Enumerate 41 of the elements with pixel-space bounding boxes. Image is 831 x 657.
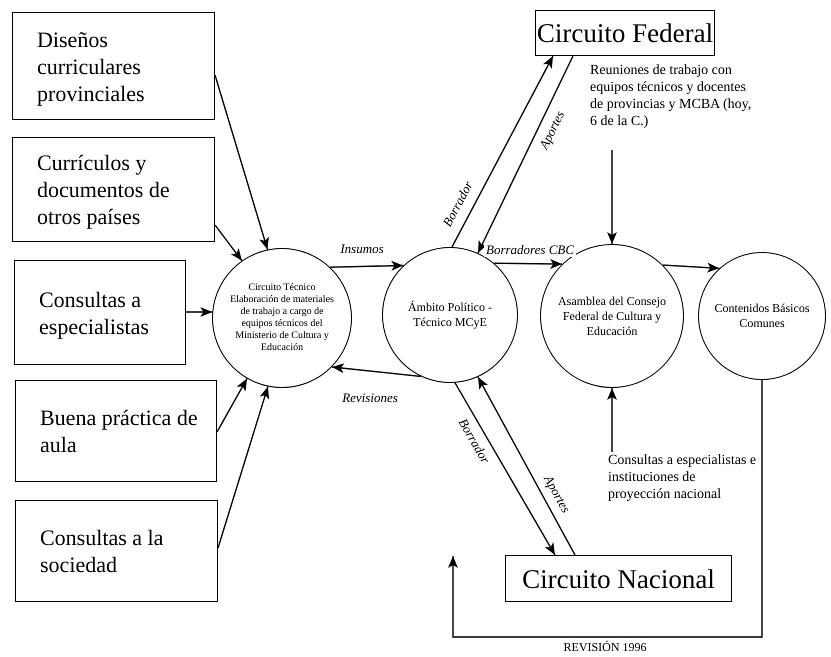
source-box [505, 555, 732, 602]
circle-text: Ámbito Político -Técnico MCyE [407, 300, 493, 330]
box-text: Currículos y documentos de otros países [37, 149, 171, 230]
box-text: Consultas a especialistas [39, 286, 150, 340]
arrow [454, 382, 556, 556]
edge-label: REVISIÓN 1996 [562, 640, 648, 654]
source-box [12, 137, 215, 242]
circle-text: Asamblea del Consejo Federal de Cultura y Educación [557, 294, 667, 338]
arrow [448, 380, 763, 638]
box-text: Buena práctica de aula [40, 404, 199, 458]
arrow [214, 74, 269, 250]
arrow [477, 376, 576, 556]
edge-label: Insumos [338, 242, 386, 256]
arrow [607, 388, 617, 452]
source-box [14, 260, 186, 365]
circle-text: Circuito Técnico [248, 282, 316, 294]
source-box [15, 380, 217, 482]
arrow [607, 150, 617, 244]
source-box [535, 10, 715, 56]
arrow [494, 258, 562, 269]
note-text: Reuniones de trabajo con equipos técnicos y docentes de provincias y MCBA (hoy, 6 de la C.) [590, 62, 760, 130]
note-text: Consultas a especialistas e instituciones de proyección nacional [608, 452, 758, 503]
source-box [15, 500, 218, 602]
arrow [451, 56, 554, 248]
circle-text: Elaboración de materiales de trabajo a cargo de equipos técnicos del Ministerio de Cultura y Educación [229, 294, 335, 354]
arrow [330, 260, 404, 271]
arrow [216, 378, 248, 432]
edge-label: Borradores CBC [484, 243, 576, 257]
circle-text: Contenidos Básicos Comunes [714, 301, 810, 331]
box-text: Diseños curriculares provinciales [37, 26, 146, 106]
arrow [217, 386, 270, 548]
box-text: Circuito Federal [536, 18, 714, 48]
arrow [662, 262, 720, 273]
arrow [214, 224, 242, 262]
box-text: Circuito Nacional [522, 564, 715, 594]
source-box [12, 12, 215, 120]
edge-label: Revisiones [340, 391, 400, 405]
box-text: Consultas a la sociedad [40, 524, 164, 578]
arrow [186, 307, 212, 317]
arrow [332, 363, 421, 378]
arrow [477, 56, 574, 254]
